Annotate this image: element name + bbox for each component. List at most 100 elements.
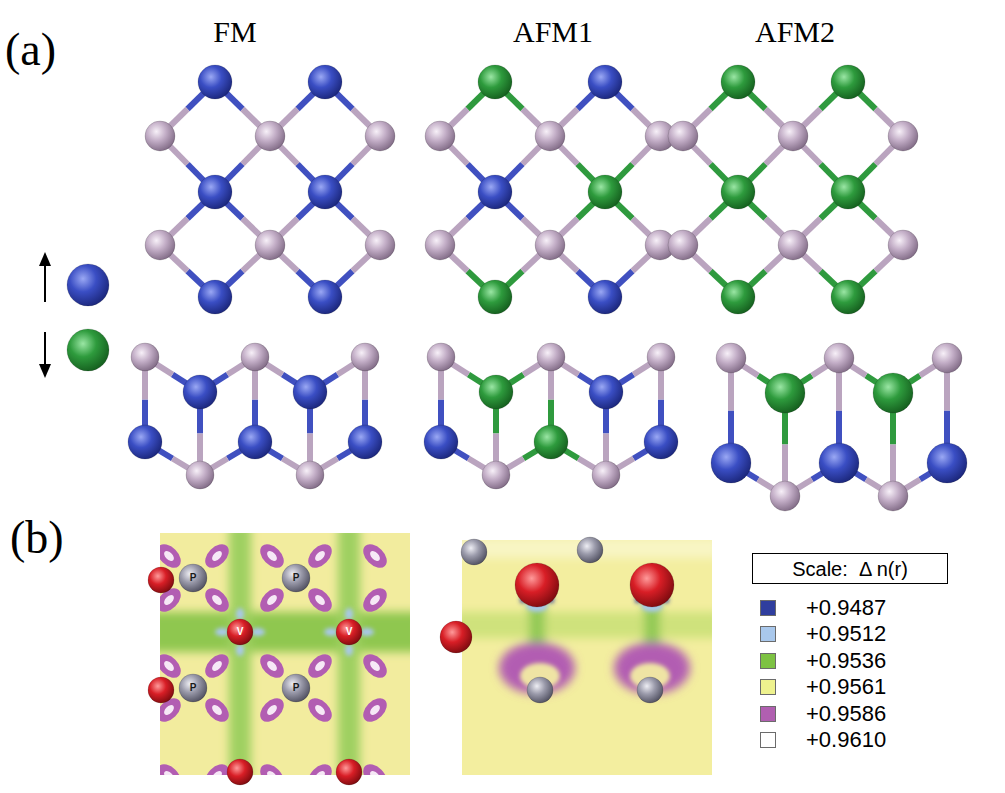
atom-sphere (282, 674, 310, 702)
atom-symbol: V (346, 627, 353, 637)
atom-sphere (179, 674, 207, 702)
density-map (160, 533, 410, 775)
density-lobe-core (313, 593, 326, 606)
spin-key (39, 252, 109, 378)
density-lobe-core (210, 593, 223, 606)
legend-swatch (760, 679, 776, 695)
density-lobe (256, 694, 289, 727)
atom-sphere (630, 563, 674, 607)
column-title: AFM2 (755, 17, 835, 47)
spin-arrow (44, 262, 46, 302)
legend-row: +0.9536 (760, 650, 886, 672)
atom-sphere (888, 121, 918, 151)
legend-swatch (760, 732, 776, 748)
density-lobe (407, 760, 410, 775)
density-lobe (407, 694, 410, 727)
atom-sphere (198, 280, 232, 314)
density-lobe-core (368, 769, 381, 775)
atom-sphere (365, 121, 395, 151)
atom-sphere (647, 343, 675, 371)
atom-sphere (927, 443, 967, 483)
atom-sphere (932, 343, 962, 373)
spin-arrow (44, 332, 46, 368)
atom-sphere (425, 121, 455, 151)
atom-sphere (424, 425, 458, 459)
atom-sphere (336, 759, 362, 785)
atom-sphere (765, 373, 805, 413)
atom-sphere (293, 375, 327, 409)
legend-swatch (760, 653, 776, 669)
atom-sphere (770, 481, 800, 511)
density-lobe-core (368, 549, 381, 562)
density-lobe-core (210, 549, 223, 562)
bond-group (145, 82, 947, 496)
density-lobe-core (162, 549, 175, 562)
density-lobe-core (210, 659, 223, 672)
atom-sphere (128, 425, 162, 459)
density-lobe (256, 760, 289, 775)
atom-sphere (716, 343, 746, 373)
density-spot (345, 644, 353, 656)
density-lobe-core (265, 769, 278, 775)
legend-label: +0.9536 (806, 650, 886, 672)
atom-sphere (527, 677, 553, 703)
atom-sphere (179, 564, 207, 592)
panel-label: (b) (10, 515, 64, 561)
legend-row: +0.9487 (760, 597, 886, 619)
density-lobe-core (368, 703, 381, 716)
atom-sphere (427, 343, 455, 371)
density-band (160, 612, 410, 652)
density-lobe (304, 540, 337, 573)
atom-sphere (227, 619, 253, 645)
density-lobe-core (265, 659, 278, 672)
atom-sphere (67, 264, 109, 306)
density-lobe-core (265, 703, 278, 716)
atom-sphere (592, 461, 620, 489)
density-spot (345, 608, 353, 620)
density-lobe (256, 540, 289, 573)
atom-sphere (198, 65, 232, 99)
atom-sphere (198, 175, 232, 209)
atom-sphere (873, 373, 913, 413)
atom-sphere (644, 425, 678, 459)
legend-row: +0.9561 (760, 676, 886, 698)
atom-symbol: P (190, 573, 197, 583)
atom-symbol: V (237, 627, 244, 637)
atom-sphere (461, 539, 487, 565)
atom-sphere (534, 425, 568, 459)
density-lobe-core (368, 593, 381, 606)
density-lobe-core (313, 769, 326, 775)
density-lobe (407, 650, 410, 683)
atom-sphere (308, 175, 342, 209)
atom-sphere (255, 121, 285, 151)
atom-sphere (478, 280, 512, 314)
density-lobe (256, 650, 289, 683)
legend-swatch (760, 706, 776, 722)
legend-label: +0.9561 (806, 676, 886, 698)
density-lobe-core (368, 659, 381, 672)
density-lobe (359, 584, 392, 617)
atom-sphere (588, 175, 622, 209)
atom-sphere (183, 375, 217, 409)
scale-title: Scale: Δ n(r) (792, 559, 908, 579)
density-lobe-core (162, 659, 175, 672)
atom-sphere (308, 280, 342, 314)
atom-sphere (721, 175, 755, 209)
atom-sphere (577, 537, 603, 563)
atom-sphere (668, 121, 698, 151)
panel-label: (a) (5, 27, 56, 73)
atom-sphere (308, 65, 342, 99)
atom-sphere (351, 343, 379, 371)
density-lobe (359, 694, 392, 727)
density-lobe-core (313, 659, 326, 672)
legend-label: +0.9512 (806, 623, 886, 645)
density-lobe (256, 584, 289, 617)
density-band (462, 612, 712, 638)
atom-sphere (721, 280, 755, 314)
atom-sphere (440, 621, 472, 653)
legend-swatch (760, 626, 776, 642)
atom-sphere (778, 230, 808, 260)
atom-sphere (148, 677, 174, 703)
